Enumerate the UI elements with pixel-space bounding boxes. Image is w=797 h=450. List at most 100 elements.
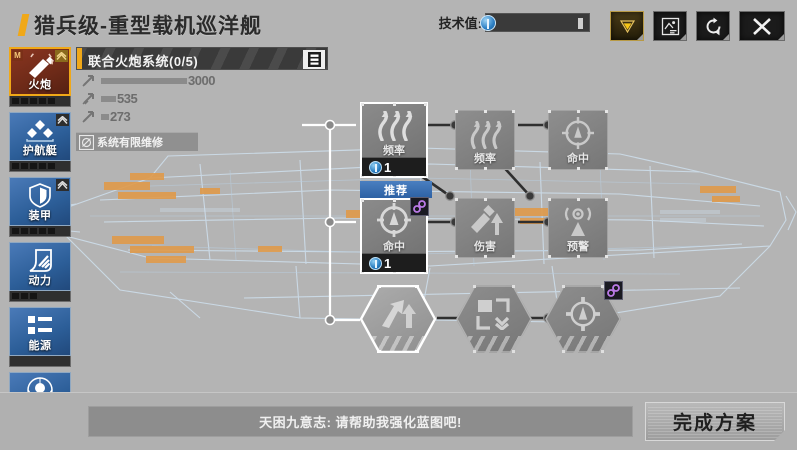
stat-icon-3 [80, 110, 97, 123]
node-cost-value: 1 [384, 255, 392, 271]
no-repair-icon [79, 134, 94, 150]
dropdown-button[interactable] [610, 11, 644, 41]
stat-value: 273 [110, 109, 131, 124]
tree-hexnode-boost[interactable] [360, 285, 436, 353]
tree-node-damage[interactable]: 伤害 [455, 198, 515, 258]
sidebar-item-cannon[interactable]: M 火炮 [9, 47, 71, 107]
sidebar-item-energy-box: 能源 [9, 307, 71, 356]
tech-points-meter: 技术值: [439, 13, 590, 32]
sidebar-item-label: 动力 [28, 275, 52, 287]
bottom-bar: 天困九意志: 请帮助我强化蓝图吧! 完成方案 [0, 392, 797, 450]
close-icon [753, 17, 771, 35]
link-badge [410, 197, 429, 216]
stat-row: 273 [76, 109, 328, 124]
tree-node-accuracy-selected[interactable]: 命中 1 [360, 197, 429, 274]
tech-orb-icon [369, 256, 382, 270]
sidebar-item-progress [9, 96, 71, 107]
chain-link-icon [413, 200, 426, 213]
sidebar-item-label: 护航艇 [22, 145, 58, 157]
stat-bar [101, 77, 187, 84]
link-badge [604, 281, 623, 300]
damage-icon [467, 203, 503, 237]
hexnode-body [456, 285, 532, 353]
sidebar-item-progress [9, 291, 71, 302]
tech-points-fill [578, 18, 583, 29]
tech-points-bar [480, 13, 590, 32]
sidebar-item-armor-box: 装甲 [9, 177, 71, 226]
blueprint-icon [661, 17, 679, 35]
tree-node-label: 频率 [474, 152, 496, 165]
system-info-panel: 联合火炮系统(0/5) 3000 535 273 [76, 47, 328, 151]
tech-orb-icon [369, 160, 382, 174]
tree-node-label: 伤害 [474, 240, 496, 253]
close-button[interactable] [739, 11, 785, 41]
stripe-decoration [77, 48, 327, 69]
confirm-plan-button[interactable]: 完成方案 [645, 402, 785, 441]
header-buttons [610, 11, 785, 41]
repair-status-text: 系统有限维修 [97, 137, 163, 149]
sidebar-item-armor[interactable]: 装甲 [9, 177, 71, 237]
tree-hexnode-module[interactable] [456, 285, 532, 353]
node-cost: 1 [362, 253, 426, 272]
sidebar-item-engine-box: 动力 [9, 242, 71, 291]
tree-node-early-warning[interactable]: 预警 [548, 198, 608, 258]
stat-row: 535 [76, 91, 328, 106]
engine-thrust-icon [10, 247, 70, 273]
cannon-icon [11, 53, 69, 79]
sidebar-item-progress [9, 161, 71, 172]
tree-node-frequency-selected[interactable]: 频率 1 推荐 [360, 102, 432, 198]
accuracy-icon [375, 203, 413, 237]
sidebar-item-progress [9, 226, 71, 237]
blueprint-button[interactable] [653, 11, 687, 41]
sidebar-item-label: 装甲 [28, 210, 52, 222]
hint-message-text: 天困九意志: 请帮助我强化蓝图吧! [259, 415, 462, 430]
tree-node-label: 预警 [567, 240, 589, 253]
stat-icon-2 [80, 92, 97, 105]
stat-value: 535 [117, 91, 138, 106]
confirm-plan-label: 完成方案 [672, 413, 757, 434]
chevron-up-icon [55, 50, 68, 62]
hint-message-box: 天困九意志: 请帮助我强化蓝图吧! [88, 406, 633, 437]
triangle-down-icon [619, 19, 635, 33]
stat-bar [101, 113, 109, 120]
sidebar-item-progress [9, 356, 71, 367]
node-cost-value: 1 [384, 159, 392, 175]
armor-shield-icon [10, 182, 70, 208]
chevron-up-icon [56, 179, 69, 191]
sidebar-item-energy[interactable]: 能源 [9, 307, 71, 367]
tech-points-label: 技术值: [438, 16, 482, 31]
system-accent-bar [77, 48, 82, 69]
tree-hexnode-targeting[interactable] [545, 281, 623, 353]
recommended-badge: 推荐 [360, 181, 432, 198]
sidebar: M 火炮 [9, 47, 71, 434]
frequency-icon [373, 107, 415, 141]
stat-value: 3000 [188, 73, 215, 88]
stat-icon-1 [80, 74, 97, 87]
system-title-bar: 联合火炮系统(0/5) [76, 47, 328, 70]
sidebar-item-label: 火炮 [28, 79, 52, 91]
sidebar-item-label: 能源 [28, 340, 52, 352]
page-title: 猎兵级-重型载机巡洋舰 [34, 15, 262, 38]
reset-button[interactable] [696, 11, 730, 41]
tree-node-label: 命中 [567, 152, 589, 165]
hexnode-stripes [456, 336, 532, 353]
list-icon [307, 52, 321, 67]
sidebar-item-escort[interactable]: 护航艇 [9, 112, 71, 172]
tree-node-label: 频率 [383, 145, 405, 157]
title-accent-bar [17, 14, 30, 36]
repair-status-tag: 系统有限维修 [76, 132, 198, 151]
stat-row: 3000 [76, 73, 328, 88]
system-list-button[interactable] [303, 50, 325, 69]
stat-bar [101, 95, 116, 102]
sidebar-item-escort-box: 护航艇 [9, 112, 71, 161]
energy-list-icon [10, 312, 70, 338]
early-warning-icon [560, 203, 596, 237]
frequency-icon [466, 115, 504, 149]
accuracy-icon [561, 115, 595, 149]
tree-node-accuracy-1[interactable]: 命中 [548, 110, 608, 170]
header-bar: 猎兵级-重型载机巡洋舰 技术值: [0, 0, 797, 42]
sidebar-item-engine[interactable]: 动力 [9, 242, 71, 302]
hexnode-stripes [360, 336, 436, 353]
tree-node-frequency-2[interactable]: 频率 [455, 110, 515, 170]
sidebar-item-cannon-box: M 火炮 [9, 47, 71, 96]
